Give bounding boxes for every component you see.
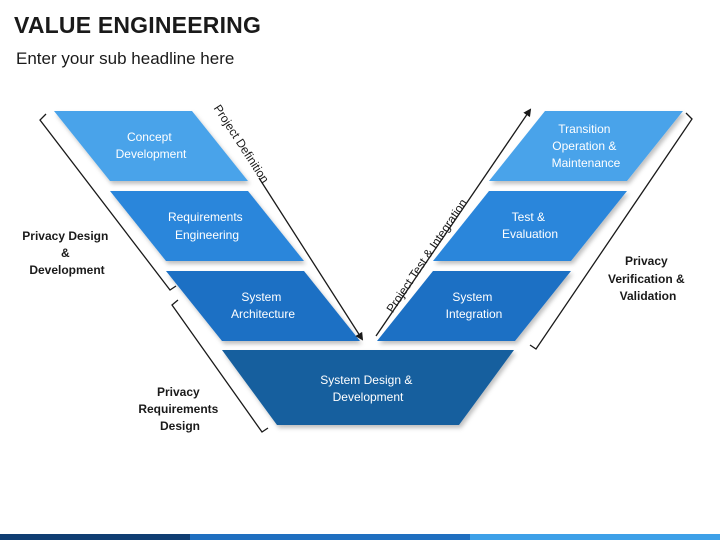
box-concept-development: Concept Development — [54, 111, 248, 181]
label-privacy-verification-validation: Privacy Verification & Validation — [608, 254, 688, 303]
page-subtitle: Enter your sub headline here — [16, 49, 235, 68]
bracket-privacy-verification — [529, 112, 693, 350]
svg-text:Concept Development: Concept Development — [116, 130, 187, 161]
footer-segment-light — [470, 534, 720, 540]
bracket-privacy-requirements — [171, 299, 269, 433]
box-transition-operation: Transition Operation & Maintenance — [489, 111, 683, 181]
svg-text:Privacy Design & D: Privacy Design & Development — [22, 229, 111, 277]
box-system-design-development: System Design & Development — [222, 350, 514, 425]
box-test-evaluation: Test & Evaluation — [433, 191, 627, 261]
box-system-architecture: System Architecture — [166, 271, 360, 341]
footer-color-bar — [0, 534, 720, 540]
svg-text:System Design & Developm: System Design & Development — [320, 373, 415, 404]
svg-text:Privacy Requirements: Privacy Requirements Design — [138, 385, 221, 433]
label-privacy-requirements-design: Privacy Requirements Design — [138, 385, 221, 433]
footer-segment-dark — [0, 534, 190, 540]
svg-text:System Architecture: System Architecture — [231, 290, 295, 321]
box-system-integration: System Integration — [377, 271, 571, 341]
svg-text:System Integration: System Integration — [446, 290, 503, 321]
bracket-privacy-design — [39, 113, 177, 291]
box-requirements-engineering: Requirements Engineering — [110, 191, 304, 261]
page-title: VALUE ENGINEERING — [14, 12, 262, 38]
svg-text:Transition Operation &: Transition Operation & Maintenance — [552, 122, 621, 170]
svg-text:Requirements Engineering: Requirements Engineering — [168, 210, 246, 242]
footer-segment-mid — [190, 534, 470, 540]
svg-text:Privacy Verification &: Privacy Verification & Validation — [608, 254, 688, 303]
svg-text:Test & Evaluation: Test & Evaluation — [502, 210, 558, 241]
label-privacy-design-development: Privacy Design & Development — [22, 229, 111, 277]
